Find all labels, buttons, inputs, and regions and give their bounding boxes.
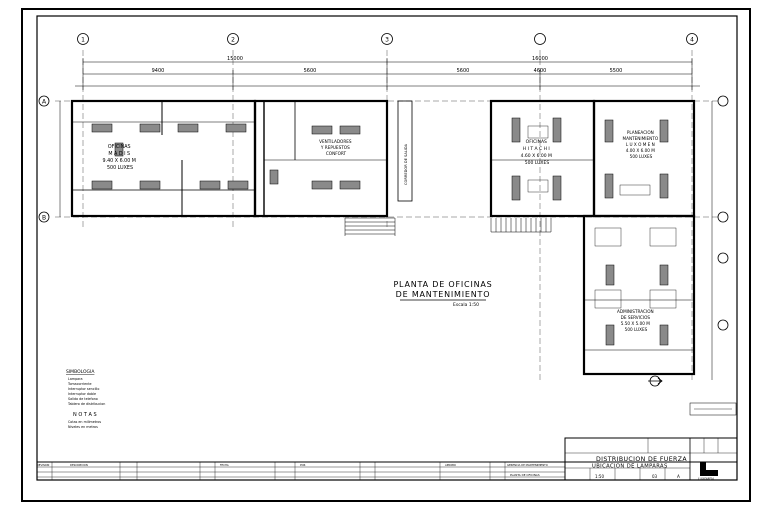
legend: SIMBOLOGIA Lampara Tomacorriente Interru… (66, 369, 105, 429)
furniture-outlines (527, 125, 677, 309)
room-label-ventiladores: VENTILADORES Y REPUESTOS CONFORT (319, 139, 353, 156)
legend-items: Lampara Tomacorriente Interruptor sencil… (67, 377, 105, 406)
tb-header-by: POR (300, 463, 306, 467)
dim-seg-3: 5600 (457, 68, 470, 74)
north-arrow-icon (648, 375, 663, 387)
plan-title-line2: DE MANTENIMIENTO (396, 290, 491, 299)
room-label-planeacion: PLANEACION MANTENIMIENTO L U X O M E N 4… (622, 130, 659, 159)
dim-overall-left: 15000 (227, 56, 243, 62)
tb-header-approved: APROBO (445, 463, 456, 467)
office-furniture (91, 117, 669, 346)
room-labels: OFICINAS M A D I S 9.40 X 6.00 M 500 LUX… (103, 130, 659, 332)
tb-header-date: FECHA (220, 463, 229, 467)
dimension-texts: 15000 16000 9400 5600 5600 4600 5500 (152, 56, 623, 74)
tb-scale: 1:50 (595, 474, 604, 479)
tb-company: GERENCIA DE MANTENIMIENTO (507, 463, 548, 467)
grid-label-1: 1 (81, 37, 85, 44)
grid-label-2: 2 (231, 37, 235, 44)
dim-seg-1: 9400 (152, 68, 165, 74)
plan-title-block: PLANTA DE OFICINAS DE MANTENIMIENTO Esca… (393, 280, 492, 308)
room-label-madis: OFICINAS M A D I S 9.40 X 6.00 M 500 LUX… (103, 144, 138, 171)
grid-label-3: 3 (385, 37, 389, 44)
stamp-box (689, 402, 737, 416)
stairs (344, 217, 552, 236)
dim-overall-right: 16000 (532, 56, 548, 62)
room-label-administracion: ADMINISTRACION DE SERVICIOS 5.50 X 5.00 … (617, 309, 655, 332)
dim-seg-5: 5500 (610, 68, 623, 74)
corridor-label: CORREDOR DE SALIDA (404, 143, 408, 185)
tb-header-description: DESCRIPCION (70, 463, 88, 467)
grid-label-4: 4 (690, 37, 694, 44)
plan-title-line1: PLANTA DE OFICINAS (393, 280, 492, 289)
dimension-lines (59, 58, 713, 380)
notes-heading: N O T A S (73, 412, 97, 418)
tb-sheet: 03 (652, 474, 658, 479)
title-block: REVISION DESCRIPCION FECHA POR APROBO GE… (37, 456, 687, 479)
legend-heading: SIMBOLOGIA (66, 369, 95, 375)
outer-frame (21, 8, 751, 502)
tb-drawing-title-1: DISTRIBUCION DE FUERZA (596, 456, 687, 463)
building-walls (70, 99, 696, 376)
dim-seg-2: 5600 (304, 68, 317, 74)
tb-plan-label: PLANTA DE OFICINAS (510, 473, 540, 477)
tb-header-revision: REVISION (37, 463, 49, 467)
title-block-grid (36, 437, 738, 481)
grid-label-B: B (42, 215, 46, 222)
tb-rev: A (677, 474, 680, 479)
grid-bubbles: 1 2 3 4 A B (38, 33, 729, 331)
notes-list: Cotas en milimetros Niveles en metros (68, 420, 102, 429)
company-logo: LUXOMEN (698, 462, 718, 481)
tb-drawing-title-2: UBICACION DE LAMPARAS (592, 464, 668, 470)
logo-text: LUXOMEN (698, 477, 714, 481)
dim-seg-4: 4600 (534, 68, 547, 74)
room-label-hitachi: OFICINAS H I T A C H I 4.60 X 6.00 M 500… (521, 139, 554, 166)
plan-scale: Escala 1:50 (453, 302, 479, 308)
grid-label-A: A (42, 99, 47, 106)
